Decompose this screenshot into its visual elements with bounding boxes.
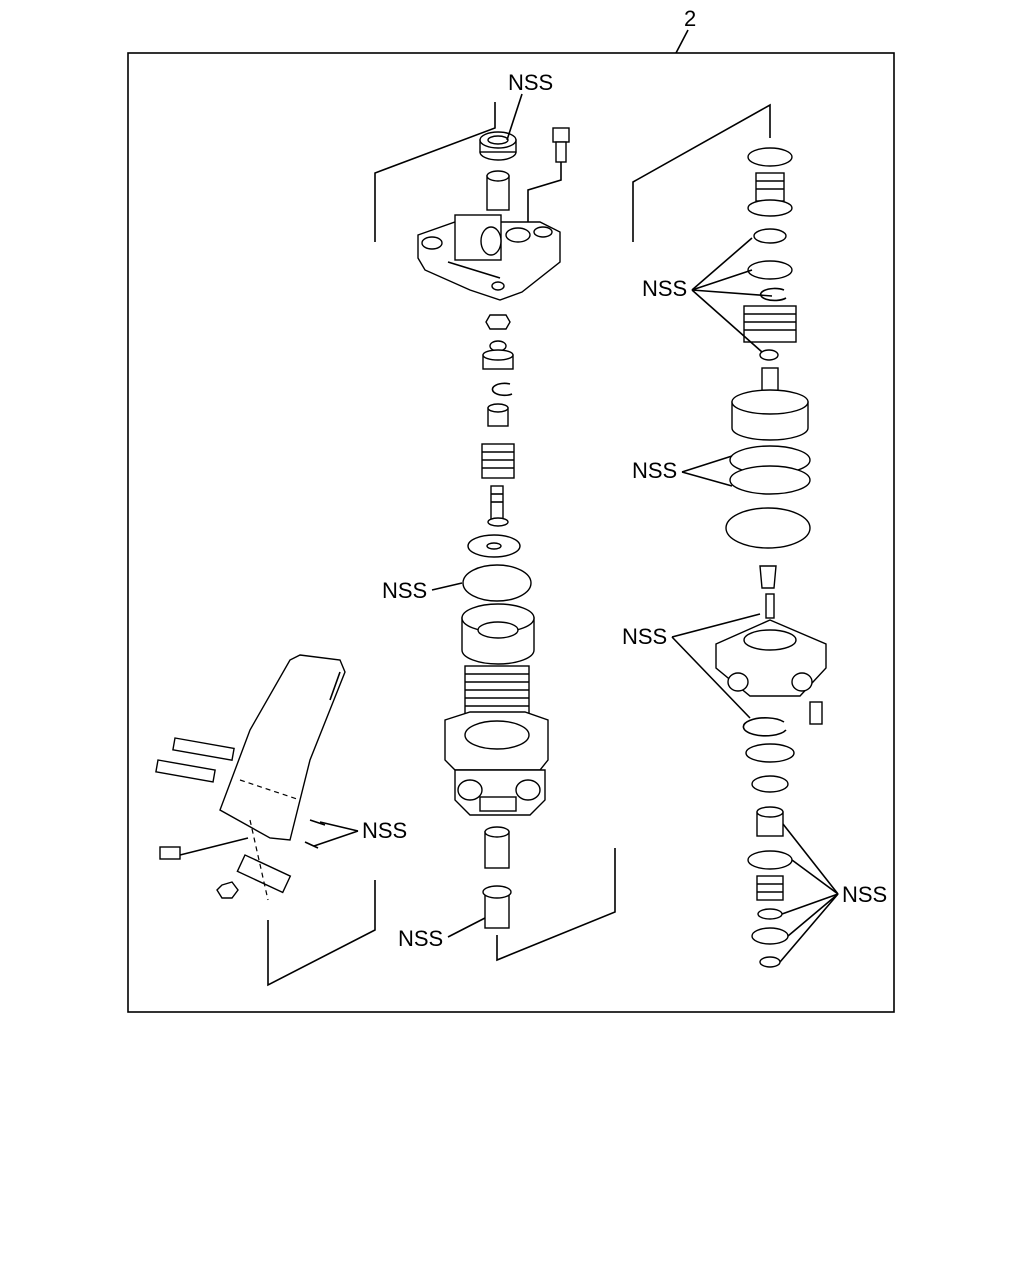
upper-housing-part	[417, 214, 561, 301]
main-valve-body-part	[444, 711, 549, 816]
large-spring-part	[464, 665, 530, 717]
lower-bushing-part	[482, 885, 512, 929]
nss-label-right-lower: NSS	[622, 613, 761, 719]
lower-plunger-part	[484, 831, 510, 869]
nss-label-center-left: NSS	[382, 578, 463, 603]
plunger-part	[486, 170, 510, 211]
callout-number: 2	[684, 6, 696, 31]
nss-label-right-upper: NSS	[642, 237, 773, 353]
nss-label-right-bottom: NSS	[779, 823, 887, 963]
nss-label-right-mid: NSS	[632, 455, 733, 487]
center-assembly	[374, 102, 616, 962]
svg-text:NSS: NSS	[362, 818, 407, 843]
o-ring-part	[462, 564, 532, 602]
right-assembly	[632, 103, 827, 968]
svg-text:NSS: NSS	[508, 70, 553, 95]
nss-label-top: NSS	[506, 70, 553, 141]
svg-text:NSS: NSS	[622, 624, 667, 649]
svg-text:NSS: NSS	[398, 926, 443, 951]
diagram-frame	[127, 52, 895, 1013]
svg-text:NSS: NSS	[632, 458, 677, 483]
top-seal-part	[479, 131, 517, 161]
right-lower-housing-part	[715, 593, 827, 697]
bolt-part	[527, 127, 570, 230]
svg-text:NSS: NSS	[642, 276, 687, 301]
piston-cup-part	[461, 603, 535, 665]
pivot-pins	[155, 737, 292, 899]
nss-label-pedal: NSS	[313, 818, 407, 847]
callout-2: 2	[675, 6, 696, 54]
small-parts-stack	[481, 314, 515, 527]
svg-text:NSS: NSS	[842, 882, 887, 907]
nss-label-center-bottom: NSS	[398, 917, 486, 951]
right-piston-part	[731, 367, 809, 441]
svg-text:NSS: NSS	[382, 578, 427, 603]
pedal-assembly	[155, 654, 376, 987]
